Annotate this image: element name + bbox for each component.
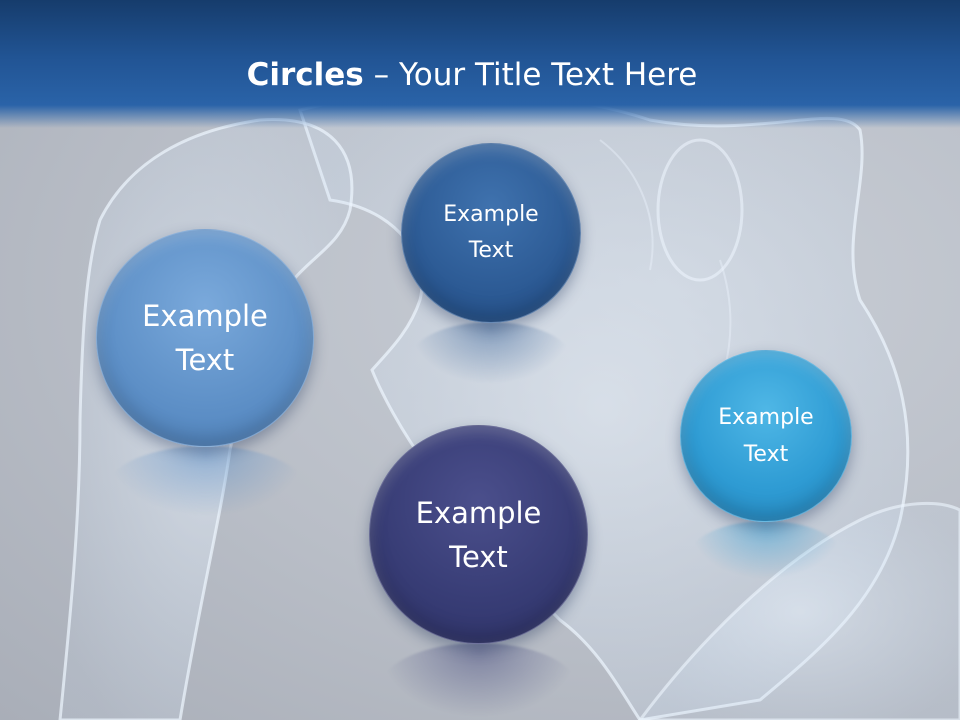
circle-1-line2: Text — [175, 343, 235, 377]
circle-2-text: Example Text — [443, 197, 538, 269]
circle-2-line1: Example — [443, 202, 539, 227]
circle-4-line2: Text — [449, 539, 508, 574]
circle-2-line2: Text — [468, 238, 514, 263]
slide-title-rest: – Your Title Text Here — [363, 57, 698, 93]
circle-3-text: Example Text — [718, 399, 813, 473]
circle-4[interactable]: Example Text — [369, 425, 588, 644]
circle-1-reflection — [108, 446, 304, 516]
circle-3-line1: Example — [718, 405, 814, 430]
circle-1-text: Example Text — [142, 294, 268, 382]
circle-3-reflection — [690, 521, 842, 579]
circle-4-reflection — [381, 643, 577, 717]
circle-3[interactable]: Example Text — [680, 350, 852, 522]
title-bar — [0, 0, 960, 128]
circle-4-text: Example Text — [416, 491, 542, 579]
circle-1-line1: Example — [142, 299, 268, 333]
circle-1[interactable]: Example Text — [96, 229, 314, 447]
circle-4-line1: Example — [415, 495, 542, 530]
slide-title-bold: Circles — [246, 57, 364, 93]
circle-3-line2: Text — [743, 442, 789, 467]
slide-title: Circles – Your Title Text Here — [0, 52, 944, 98]
circle-2-reflection — [411, 322, 571, 384]
circle-2[interactable]: Example Text — [401, 143, 581, 323]
